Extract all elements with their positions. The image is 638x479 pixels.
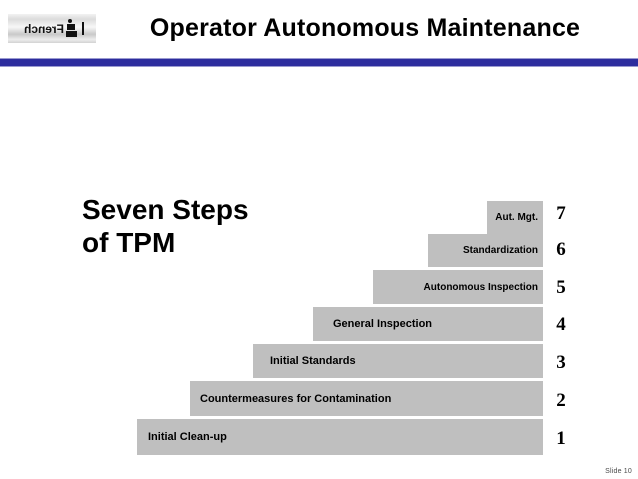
step-label-3: Initial Standards [270,355,356,367]
step-bar-1: Initial Clean-up [137,419,543,455]
step-bar-7: Aut. Mgt. [487,201,543,234]
slide-title: Operator Autonomous Maintenance [149,14,581,42]
step-number-4: 4 [556,314,566,335]
step-bar-4: General Inspection [313,307,543,341]
step-number-1: 1 [556,428,566,449]
step-number-7: 7 [556,203,566,224]
company-logo: French [8,14,96,43]
step-bar-5: Autonomous Inspection [373,270,543,304]
step-label-7: Aut. Mgt. [495,212,538,223]
step-label-6: Standardization [462,245,538,256]
slide-number: Slide 10 [605,468,632,475]
step-label-4: General Inspection [333,318,433,330]
header-divider [0,58,638,67]
step-label-2: Countermeasures for Contamination [200,392,392,405]
step-bar-6: Standardization [428,234,543,267]
step-bar-2: Countermeasures for Contamination [190,381,543,416]
step-label-1: Initial Clean-up [148,431,227,443]
step-number-2: 2 [556,390,566,411]
step-bar-3: Initial Standards [253,344,543,378]
steps-heading: Seven Steps of TPM [82,194,249,259]
step-number-3: 3 [556,352,566,373]
step-label-5: Autonomous Inspection [423,281,538,293]
step-number-5: 5 [556,277,566,298]
step-number-6: 6 [556,239,566,260]
